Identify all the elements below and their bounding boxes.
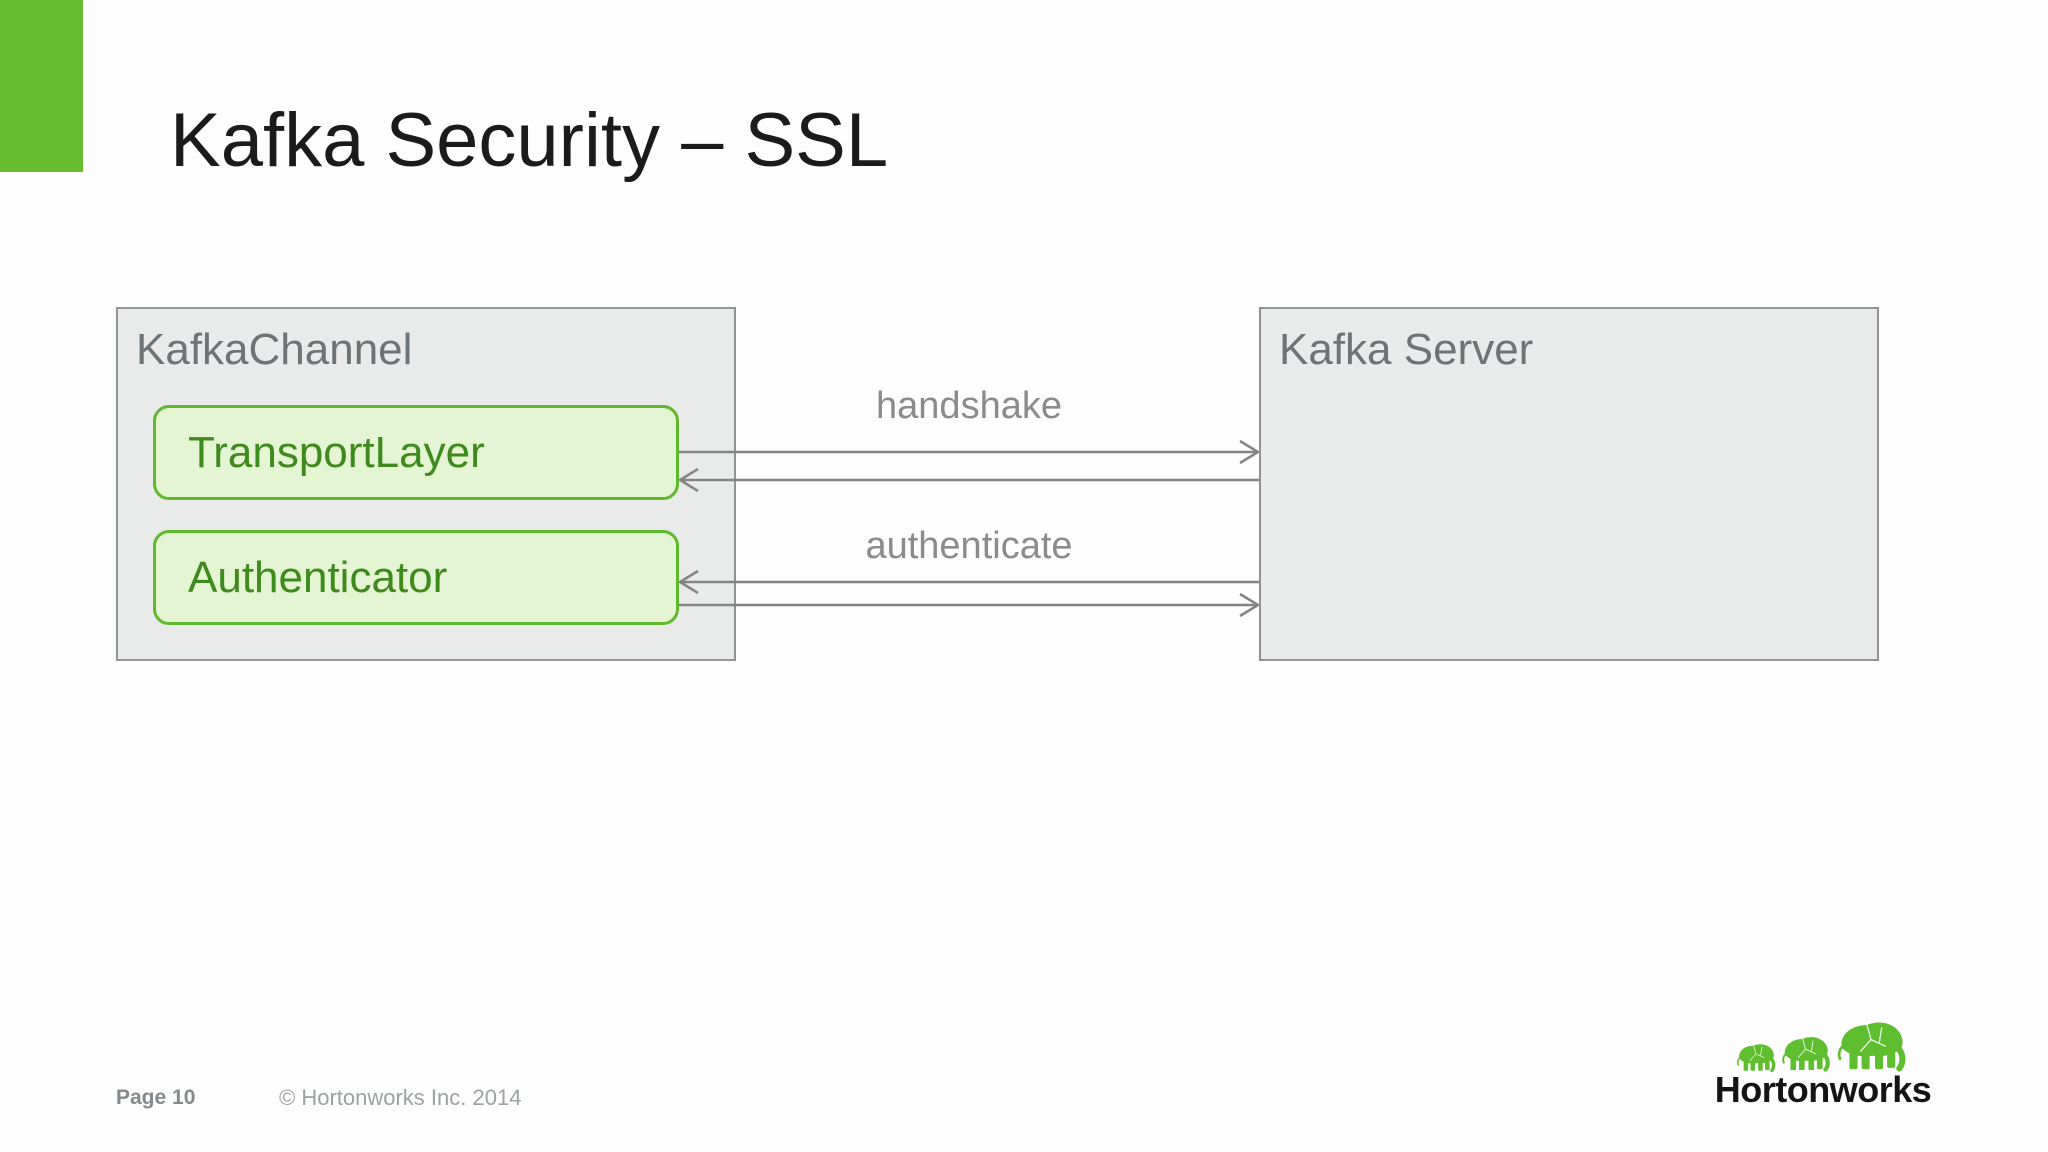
authenticate-label: authenticate bbox=[865, 525, 1073, 567]
accent-corner-bar bbox=[0, 0, 83, 172]
elephant-herd-icon bbox=[1703, 1012, 1943, 1074]
authenticator-label: Authenticator bbox=[188, 552, 448, 602]
hortonworks-logo: Hortonworks bbox=[1703, 1012, 1943, 1108]
elephant-icon bbox=[1837, 1022, 1906, 1072]
page-title: Kafka Security – SSL bbox=[170, 97, 889, 183]
handshake-request-arrow-right-icon bbox=[679, 439, 1259, 465]
page-number: Page 10 bbox=[116, 1086, 196, 1109]
kafka-channel-box: KafkaChannel TransportLayer Authenticato… bbox=[116, 307, 736, 661]
authenticate-inbound-arrow-left-icon bbox=[679, 569, 1259, 595]
authenticator-box: Authenticator bbox=[153, 530, 679, 625]
logo-wordmark: Hortonworks bbox=[1714, 1069, 1932, 1110]
copyright-text: © Hortonworks Inc. 2014 bbox=[279, 1085, 522, 1110]
authenticate-outbound-arrow-right-icon bbox=[679, 592, 1259, 618]
handshake-response-arrow-left-icon bbox=[679, 467, 1259, 493]
kafka-channel-title: KafkaChannel bbox=[136, 325, 413, 374]
kafka-server-title: Kafka Server bbox=[1279, 325, 1534, 374]
transport-layer-box: TransportLayer bbox=[153, 405, 679, 500]
handshake-label: handshake bbox=[876, 385, 1062, 427]
transport-layer-label: TransportLayer bbox=[188, 427, 485, 477]
kafka-server-box: Kafka Server bbox=[1259, 307, 1879, 661]
message-arrows bbox=[679, 439, 1259, 618]
elephant-icon bbox=[1782, 1037, 1830, 1072]
elephant-icon bbox=[1736, 1044, 1776, 1073]
